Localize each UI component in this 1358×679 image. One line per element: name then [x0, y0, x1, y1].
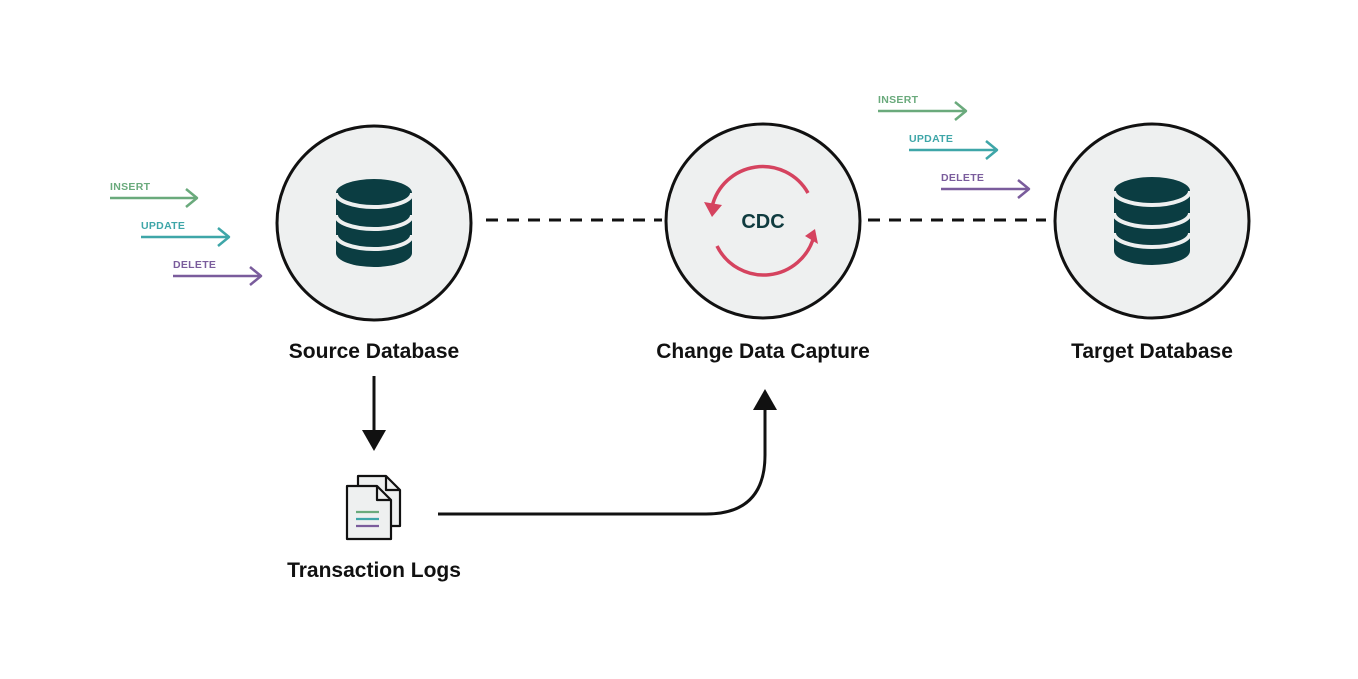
op-insert-arrow	[110, 188, 199, 208]
op-delete-arrow	[173, 266, 263, 286]
source-database-label: Source Database	[289, 340, 459, 363]
arrow-logs-to-cdc	[438, 389, 777, 516]
op-insert-label: INSERT	[878, 94, 919, 106]
op-delete-label: DELETE	[941, 172, 984, 184]
database-icon	[334, 179, 414, 267]
arrow-source-to-logs	[362, 376, 386, 451]
op-insert-label: INSERT	[110, 181, 151, 193]
cdc-badge: CDC	[741, 211, 784, 233]
op-update-arrow	[909, 140, 999, 160]
op-delete-label: DELETE	[173, 259, 216, 271]
documents-icon	[345, 474, 402, 541]
target-operations: INSERT UPDATE DELETE	[878, 94, 1031, 199]
op-delete-arrow	[941, 179, 1031, 199]
database-icon	[1112, 177, 1192, 265]
op-update-label: UPDATE	[909, 133, 953, 145]
cdc-circle	[664, 122, 862, 320]
sync-arrows-icon	[704, 164, 818, 277]
op-update-arrow	[141, 227, 231, 247]
target-database-label: Target Database	[1071, 340, 1233, 363]
target-database-node	[1053, 122, 1251, 320]
cdc-node: CDC	[664, 122, 862, 320]
source-database-node	[275, 124, 473, 322]
op-insert-arrow	[878, 101, 968, 121]
transaction-logs-label: Transaction Logs	[287, 559, 461, 582]
source-operations: INSERT UPDATE DELETE	[110, 181, 263, 286]
op-update-label: UPDATE	[141, 220, 185, 232]
cdc-label: Change Data Capture	[656, 340, 870, 363]
